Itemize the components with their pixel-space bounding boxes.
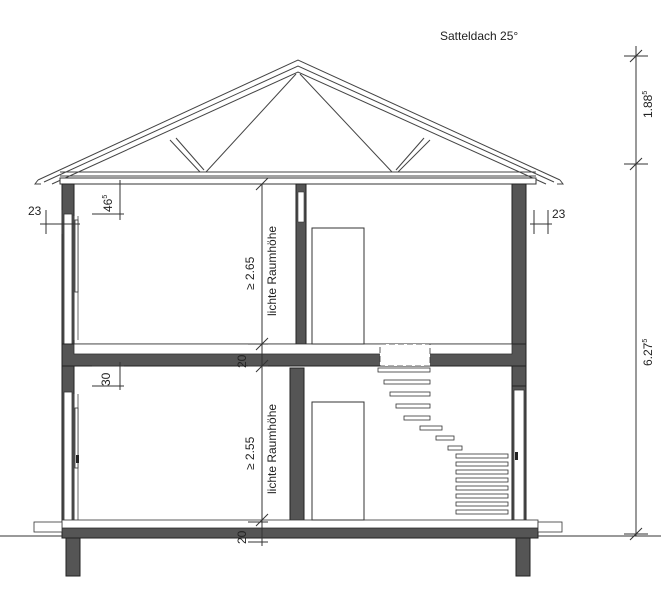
staircase xyxy=(377,367,509,515)
upper-room-height-dimension: ≥ 2.65 lichte Raumhöhe xyxy=(243,177,279,351)
roof-height-label: 1.885 xyxy=(641,91,655,118)
svg-text:30: 30 xyxy=(99,372,113,386)
wall-dimension-right: 23 xyxy=(530,207,566,234)
wall-dimension-left: 23 xyxy=(28,204,80,234)
upper-slab-dimension: 20 xyxy=(235,340,268,370)
svg-text:465: 465 xyxy=(101,195,115,212)
upper-door xyxy=(311,227,365,345)
svg-text:23: 23 xyxy=(28,204,42,218)
svg-text:lichte Raumhöhe: lichte Raumhöhe xyxy=(265,226,279,316)
svg-text:20: 20 xyxy=(235,530,249,544)
lower-offset-dimension: 30 xyxy=(92,362,124,390)
height-dimensions: 1.885 6.275 xyxy=(624,46,655,541)
structure xyxy=(0,177,661,577)
lower-room-height-dimension: ≥ 2.55 lichte Raumhöhe xyxy=(243,359,279,527)
roof-type-title: Satteldach 25° xyxy=(440,29,518,43)
svg-text:lichte Raumhöhe: lichte Raumhöhe xyxy=(265,404,279,494)
total-height-label: 6.275 xyxy=(641,339,655,366)
svg-text:20: 20 xyxy=(235,354,249,368)
svg-text:≥ 2.65: ≥ 2.65 xyxy=(243,256,257,290)
roof xyxy=(34,59,564,185)
upper-offset-dimension: 465 xyxy=(92,180,124,220)
svg-text:≥ 2.55: ≥ 2.55 xyxy=(243,436,257,470)
svg-text:23: 23 xyxy=(552,207,566,221)
lower-slab-dimension: 20 xyxy=(235,518,268,546)
lower-door xyxy=(311,401,365,521)
